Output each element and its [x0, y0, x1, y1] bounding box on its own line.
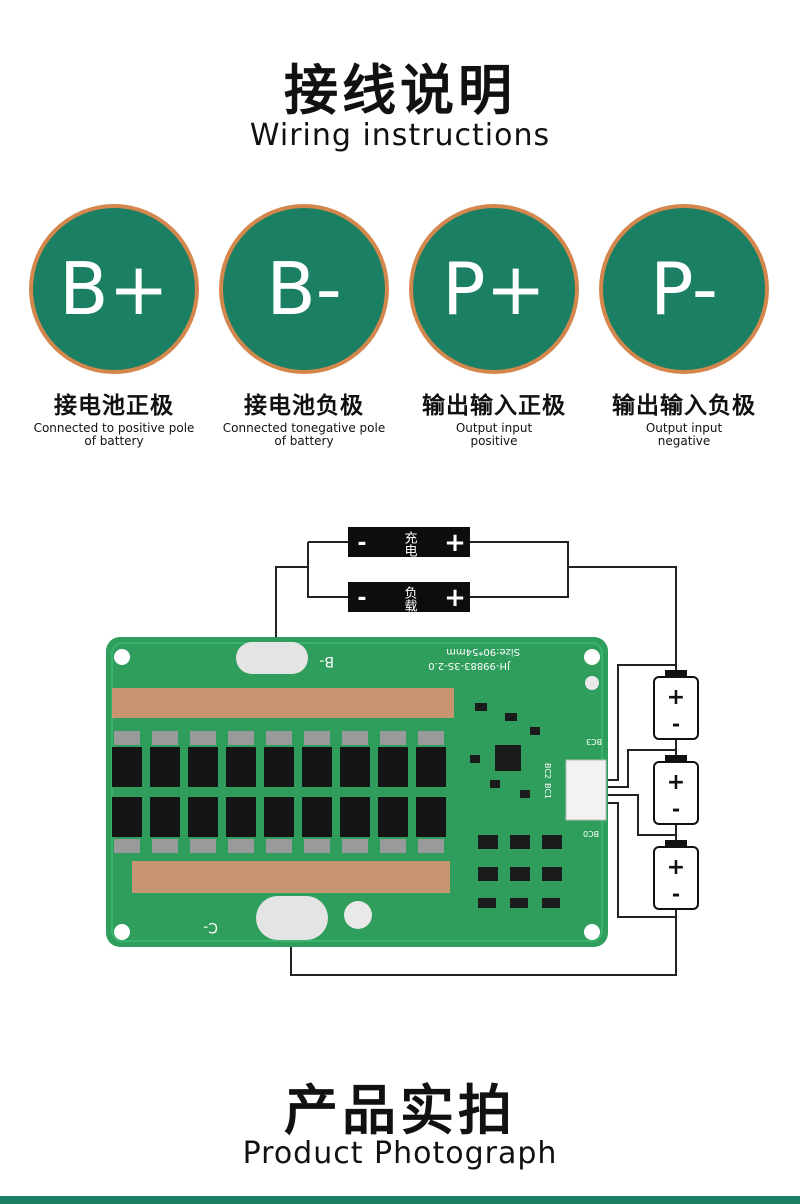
wire-p-plus [568, 566, 677, 673]
wire-bc2 [604, 749, 676, 788]
wire-bc1 [604, 794, 676, 836]
battery-1-plus: + [667, 685, 685, 710]
pcb-size-text: Size:90*54mm [446, 646, 520, 657]
wire-bminus-return [290, 910, 677, 976]
mosfet-array [112, 747, 446, 837]
terminal-bminus: B- [219, 204, 389, 374]
charger-minus: - [357, 531, 366, 556]
balance-pin-bc3: BC3 [586, 737, 602, 746]
battery-1-minus: - [672, 712, 680, 736]
battery-cell-3: + - [653, 840, 699, 910]
terminal-bminus-symbol: B- [223, 208, 385, 370]
terminal-pplus: P+ [409, 204, 579, 374]
pcb-label-bminus: B- [319, 653, 334, 669]
wires [275, 541, 677, 976]
battery-cell-2: + - [653, 755, 699, 825]
mosfet-tabs [114, 731, 444, 853]
wiring-diagram: - 充电器 + - 负载 + B- C- Size:90*54mm JH-998… [106, 527, 699, 976]
load-box: - 负载 + [348, 582, 470, 613]
battery-2-minus: - [672, 797, 680, 821]
pcb-label-c: C- [203, 919, 218, 935]
balance-pin-bc2: BC2 [543, 763, 552, 779]
terminal-pplus-label-en: Output input positive [455, 421, 533, 448]
terminal-pplus-label-cn: 输出输入正极 [422, 393, 566, 419]
battery-cell-1: + - [653, 670, 699, 740]
charger-plus: + [444, 528, 466, 558]
copper-bar-bottom [132, 861, 450, 893]
pcb-board: B- C- Size:90*54mm JH-99883-3S-2.0 [106, 637, 608, 947]
battery-3-minus: - [672, 882, 680, 906]
terminal-bplus-label-en: Connected to positive pole of battery [33, 421, 195, 448]
wire-p-minus-loop [275, 566, 350, 640]
wire-bc3 [604, 664, 676, 781]
terminal-pminus: P- [599, 204, 769, 374]
terminal-bplus-label-cn: 接电池正极 [54, 393, 174, 419]
battery-3-plus: + [667, 855, 685, 880]
product-title-cn: 产品实拍 [284, 1079, 516, 1142]
wiring-title-cn: 接线说明 [284, 59, 516, 122]
terminal-pminus-symbol: P- [603, 208, 765, 370]
load-label: 负载 [402, 586, 418, 613]
terminal-pminus-label-en: Output input negative [645, 421, 723, 448]
terminal-bplus-symbol: B+ [33, 208, 195, 370]
terminal-pplus-label: 输出输入正极 Output input positive [399, 386, 589, 448]
load-minus: - [357, 586, 366, 611]
terminal-bminus-label-cn: 接电池负极 [244, 393, 364, 419]
terminal-bminus-label-en: Connected tonegative pole of battery [222, 421, 386, 448]
bottom-accent-bar [0, 1196, 800, 1204]
charger-label: 充电器 [402, 530, 418, 571]
control-components [470, 703, 562, 908]
terminal-pplus-symbol: P+ [413, 208, 575, 370]
terminal-bplus: B+ [29, 204, 199, 374]
terminal-pminus-label-cn: 输出输入负极 [612, 393, 756, 419]
wire-bc0 [604, 802, 676, 918]
product-title-en: Product Photograph [242, 1136, 558, 1171]
terminal-bplus-label: 接电池正极 Connected to positive pole of batt… [19, 386, 209, 448]
wiring-title-en: Wiring instructions [249, 118, 551, 153]
battery-2-plus: + [667, 770, 685, 795]
wire-charger-right [468, 541, 569, 598]
balance-connector [565, 759, 607, 821]
terminal-bminus-label: 接电池负极 Connected tonegative pole of batte… [209, 386, 399, 448]
balance-pin-bc1: BC1 [543, 783, 552, 799]
charger-box: - 充电器 + [348, 527, 470, 571]
balance-pin-bc0: BC0 [583, 829, 599, 838]
pcb-model-text: JH-99883-3S-2.0 [428, 660, 511, 671]
copper-bar-top [112, 688, 454, 718]
terminal-pminus-label: 输出输入负极 Output input negative [589, 386, 779, 448]
load-plus: + [444, 583, 466, 613]
